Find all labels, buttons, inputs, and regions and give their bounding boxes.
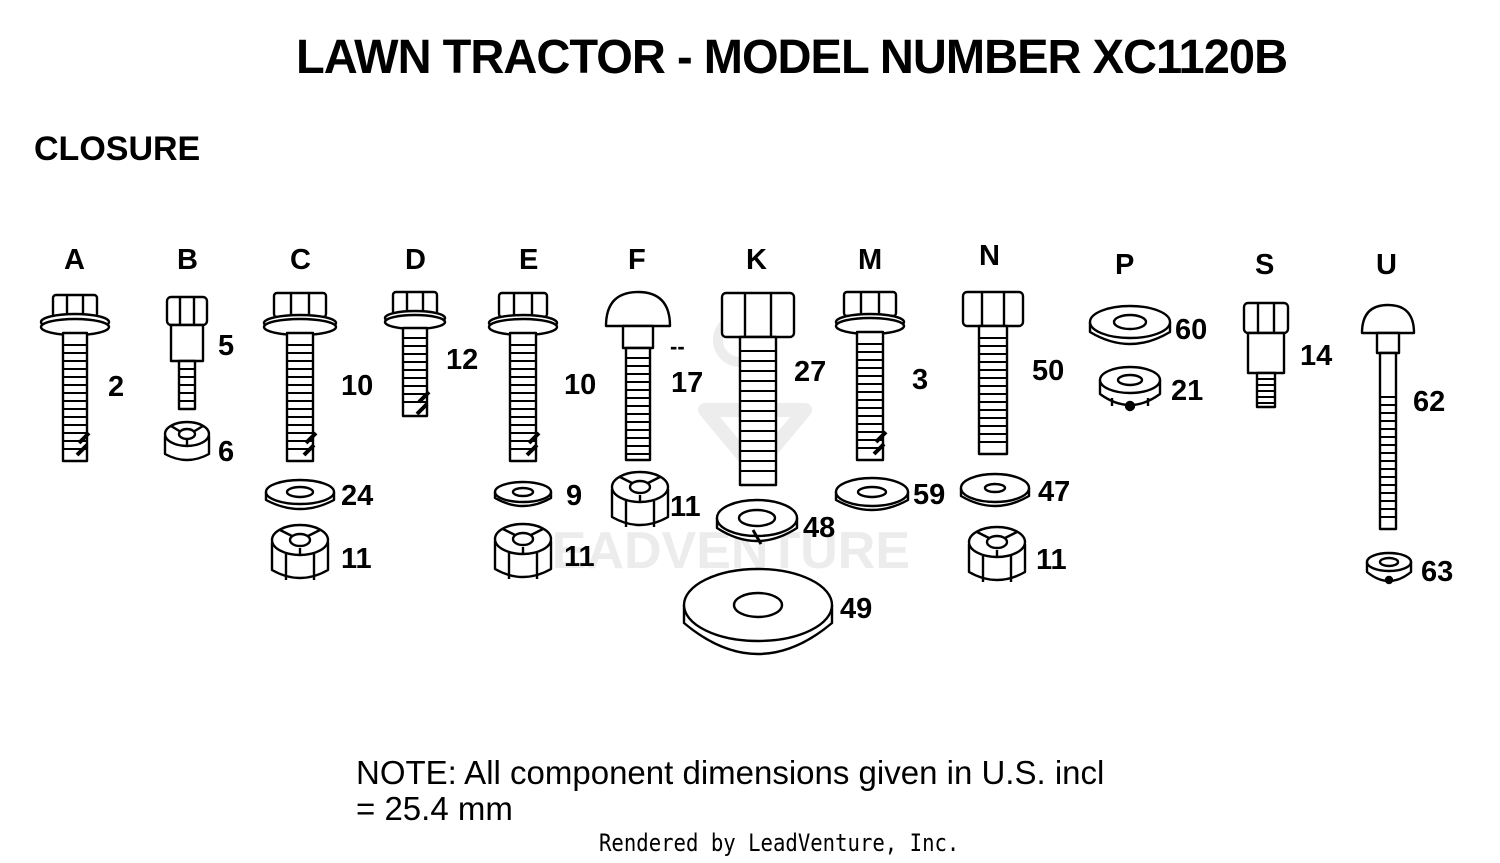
part-number: 48 [803,512,836,544]
part-number: 14 [1300,340,1333,372]
column-letter-c: C [290,244,311,276]
part-number: 59 [913,479,946,511]
column-letter-a: A [64,244,85,276]
lock-nut-icon [493,522,553,579]
column-letter-u: U [1376,249,1397,281]
lock-nut-icon [610,470,670,527]
part-number: 47 [1038,476,1071,508]
part-prefix-dash: -- [670,334,685,359]
column-letter-n: N [979,240,1000,272]
hex-bolt-icon [39,293,111,463]
part-number: 17 [671,367,704,399]
column-letter-m: M [858,244,883,276]
flange-nut-icon [1098,365,1162,412]
flat-washer-icon [682,567,834,656]
hex-bolt-icon [487,291,559,463]
lock-nut-icon [270,523,330,580]
part-number: 9 [566,480,583,512]
part-number: 24 [341,480,374,512]
hex-bolt-icon [383,290,447,418]
column-letter-e: E [519,244,539,276]
flat-washer-icon [834,476,910,512]
lock-nut-icon [163,420,211,462]
part-number: 11 [341,543,372,575]
part-number: 60 [1175,314,1208,346]
watermark-text: LEADVENTURE [520,522,910,580]
lock-nut-icon [967,525,1027,582]
hex-bolt-icon [262,291,338,463]
flat-washer-icon [264,478,336,511]
part-number: 11 [564,541,595,573]
column-letter-k: K [746,244,767,276]
part-number: 10 [341,370,374,402]
carriage-bolt-icon [604,290,672,462]
shoulder-bolt-icon [165,295,209,411]
part-number: 3 [912,364,929,396]
part-number: 50 [1032,355,1065,387]
column-letter-f: F [628,244,646,276]
hex-bolt-icon [961,290,1025,456]
part-number: 12 [446,344,479,376]
flat-washer-icon [493,480,553,508]
flat-washer-icon [1088,304,1172,346]
column-letter-p: P [1115,249,1135,281]
shoulder-bolt-icon [1242,301,1290,409]
section-label: CLOSURE [34,130,201,168]
part-number: 62 [1413,386,1446,418]
column-letter-b: B [177,244,198,276]
part-number: 2 [108,371,125,403]
hex-bolt-icon [834,290,906,462]
column-letter-d: D [405,244,426,276]
carriage-bolt-icon [1360,303,1416,531]
page-title: LAWN TRACTOR - MODEL NUMBER XC1120B [296,31,1288,84]
part-number: 11 [1036,544,1067,576]
part-number: 49 [840,593,873,625]
note-line-2: = 25.4 mm [356,790,513,827]
part-number: 27 [794,356,827,388]
flat-washer-icon [959,472,1031,508]
part-number: 10 [564,369,597,401]
part-number: 6 [218,436,235,468]
note-line-1: NOTE: All component dimensions given in … [356,754,1105,791]
part-number: 21 [1171,375,1204,407]
flange-nut-icon [1365,551,1413,585]
rendered-by-credit: Rendered by LeadVenture, Inc. [599,829,960,857]
part-number: 11 [670,491,701,523]
hex-bolt-icon [720,291,796,487]
lock-washer-icon [715,498,799,545]
column-letter-s: S [1255,249,1275,281]
part-number: 5 [218,330,235,362]
part-number: 63 [1421,556,1454,588]
